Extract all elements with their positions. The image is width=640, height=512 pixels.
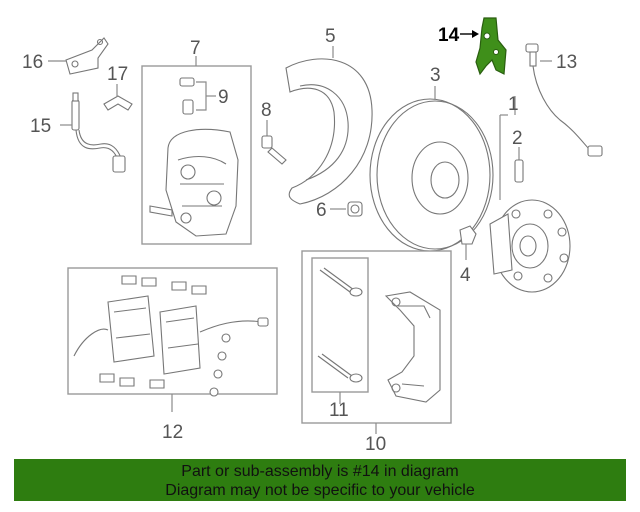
callout-4: 4 <box>460 265 471 286</box>
callout-14: 14 <box>438 25 460 46</box>
part-9-bleeder <box>179 77 216 115</box>
callout-12: 12 <box>162 422 183 443</box>
part-1-hub <box>489 96 571 293</box>
pad-kit-parts <box>73 275 269 397</box>
banner-line-2: Diagram may not be specific to your vehi… <box>165 482 475 499</box>
callout-2: 2 <box>512 128 523 149</box>
part-10-caliper-bracket <box>384 291 441 403</box>
part-13-sensor <box>525 43 603 157</box>
part-14-bracket-highlighted[interactable] <box>460 17 507 76</box>
part-15-brake-hose <box>60 92 126 173</box>
part-3-rotor <box>369 86 494 252</box>
part-5-dust-shield <box>285 46 373 205</box>
part-17-clip <box>103 84 133 111</box>
callout-7: 7 <box>190 38 201 59</box>
callout-17: 17 <box>107 64 128 85</box>
callout-15: 15 <box>30 116 51 137</box>
callout-1: 1 <box>508 94 519 115</box>
callout-13: 13 <box>556 52 577 73</box>
part-14-shape[interactable] <box>475 17 507 76</box>
callout-16: 16 <box>22 52 43 73</box>
callout-9: 9 <box>218 87 229 108</box>
part-8-bolt <box>261 120 287 165</box>
callout-11: 11 <box>329 400 349 421</box>
part-2-stud <box>514 147 524 183</box>
callout-10: 10 <box>365 434 386 455</box>
banner-line-1: Part or sub-assembly is #14 in diagram <box>181 463 459 480</box>
part-info-banner: Part or sub-assembly is #14 in diagram D… <box>14 459 626 501</box>
part-11-guide-pins <box>317 267 363 383</box>
callout-6: 6 <box>316 200 327 221</box>
part-16-bracket <box>48 37 109 75</box>
part-6-bolt <box>330 201 363 217</box>
part-4-nut <box>459 225 477 260</box>
callout-3: 3 <box>430 65 441 86</box>
callout-8: 8 <box>261 100 272 121</box>
caliper-body <box>149 128 239 237</box>
callout-5: 5 <box>325 26 336 47</box>
